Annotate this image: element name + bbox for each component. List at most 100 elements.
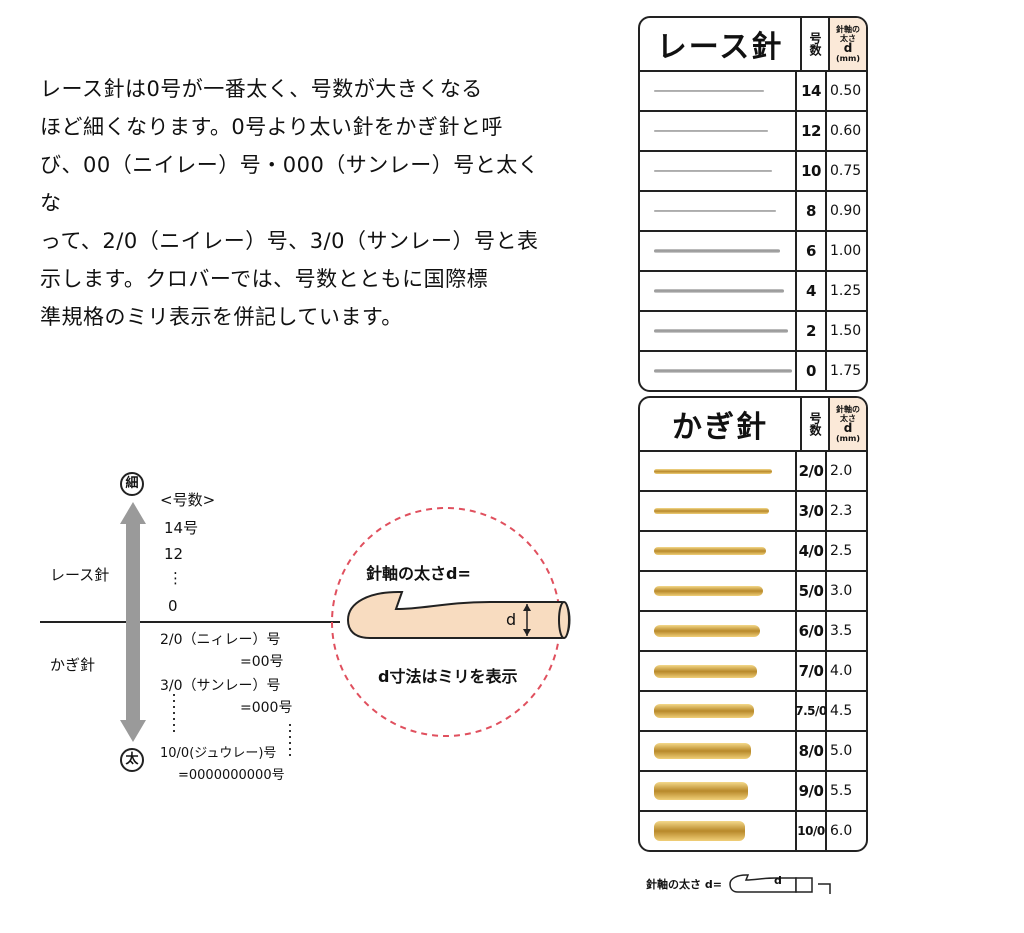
crochet-hook-image (640, 612, 797, 650)
lace-needle-icon (654, 329, 788, 333)
hook-size: 2/0（ニィレー）号 (160, 632, 281, 648)
crochet-hook-image (640, 452, 797, 490)
crochet-hook-icon (654, 703, 754, 719)
intro-line: 示します。クロバーでは、号数とともに国際標 (40, 267, 489, 291)
col-dia-unit: (mm) (836, 54, 860, 63)
lace-label: レース針 (50, 566, 110, 584)
size-cell: 6 (797, 232, 827, 270)
diameter-cell: 2.3 (830, 503, 853, 519)
crochet-hook-icon (654, 507, 769, 515)
hook-size: 3/0（サンレー）号 (160, 678, 281, 694)
hook-outline-icon (729, 874, 831, 894)
double-arrow-icon (120, 502, 146, 742)
col-size-header: 号数 (802, 18, 830, 70)
diameter-cell: 1.00 (830, 243, 862, 259)
crochet-hook-icon (654, 742, 751, 760)
size-diagram: 細 太 レース針 かぎ針 <号数> 14号 12 ⋮ 0 2/0（ニィレー）号 … (40, 462, 600, 792)
intro-line: レース針は0号が一番太く、号数が大きくなる (40, 77, 483, 101)
diameter-cell: 0.90 (830, 203, 862, 219)
lace-size: ⋮ (168, 569, 183, 587)
crochet-hook-image (640, 492, 797, 530)
hook-size: 10/0(ジュウレー)号 (160, 746, 277, 761)
diameter-cell: 2.5 (830, 543, 853, 559)
lace-needle-icon (654, 368, 792, 374)
hook-size: =000号 (240, 700, 293, 716)
intro-line: び、00（ニイレー）号・000（サンレー）号と太くな (40, 153, 540, 215)
size-cell: 2 (797, 312, 827, 350)
crochet-hook-icon (654, 664, 757, 678)
lace-needle-icon (654, 129, 768, 133)
size-cell: 3/0 (797, 492, 827, 530)
size-header: <号数> (160, 491, 216, 509)
lace-needle-icon (654, 289, 784, 293)
size-cell: 2/0 (797, 452, 827, 490)
hook-tip-icon (346, 591, 571, 639)
crochet-hook-image (640, 572, 797, 610)
crochet-hook-image (640, 532, 797, 570)
col-size-header: 号数 (802, 398, 830, 450)
lace-needle-image (640, 232, 797, 270)
callout-title: 針軸の太さd= (366, 564, 471, 583)
lace-needle-image (640, 112, 797, 150)
thick-mark: 太 (120, 748, 144, 772)
diagram-graphics (40, 502, 571, 758)
crochet-hook-icon (654, 586, 763, 596)
col-diameter-header: 針軸の 太さ d (mm) (830, 398, 866, 450)
intro-line: ほど細くなります。0号より太い針をかぎ針と呼 (40, 115, 503, 139)
col-dia-unit: (mm) (836, 434, 860, 443)
footer-caption: 針軸の太さ d= (646, 878, 722, 891)
col-dia-symbol: d (843, 421, 853, 435)
thin-mark: 細 (120, 472, 144, 496)
footer-d: d (774, 874, 782, 887)
size-cell: 7.5/0 (795, 692, 827, 730)
col-dia-line2: 太さ (840, 34, 856, 43)
lace-needle-icon (654, 249, 780, 253)
crochet-hook-icon (654, 625, 760, 637)
chart-title: レース針 (640, 18, 802, 70)
col-dia-symbol: d (843, 41, 853, 55)
size-cell: 7/0 (797, 652, 827, 690)
diameter-cell: 3.0 (830, 583, 853, 599)
crochet-hook-icon (654, 468, 772, 474)
size-cell: 10 (797, 152, 827, 190)
lace-size: 0 (168, 597, 178, 615)
callout-d: d (506, 610, 517, 629)
lace-needle-image (640, 352, 797, 390)
crochet-hook-image (640, 732, 797, 770)
diameter-cell: 2.0 (830, 463, 853, 479)
chart-header: かぎ針 号数 針軸の 太さ d (mm) (640, 398, 866, 452)
footer-note: 針軸の太さ d= d (646, 872, 836, 896)
diameter-cell: 4.0 (830, 663, 853, 679)
crochet-hook-image (640, 692, 797, 730)
col-size-label: 号数 (808, 412, 822, 436)
size-cell: 5/0 (797, 572, 827, 610)
diameter-cell: 0.50 (830, 83, 862, 99)
diameter-cell: 5.5 (830, 783, 853, 799)
diameter-cell: 1.25 (830, 283, 862, 299)
hook-label: かぎ針 (50, 656, 96, 674)
diameter-cell: 1.75 (830, 363, 862, 379)
size-cell: 0 (797, 352, 827, 390)
col-diameter-header: 針軸の 太さ d (mm) (830, 18, 866, 70)
size-cell: 14 (797, 72, 827, 110)
lace-needle-icon (654, 169, 772, 173)
diameter-cell: 0.75 (830, 163, 862, 179)
lace-needle-image (640, 312, 797, 350)
lace-size: 12 (164, 545, 184, 563)
crochet-hook-image (640, 812, 797, 850)
diameter-cell: 1.50 (830, 323, 862, 339)
diameter-cell: 3.5 (830, 623, 853, 639)
lace-needle-image (640, 72, 797, 110)
